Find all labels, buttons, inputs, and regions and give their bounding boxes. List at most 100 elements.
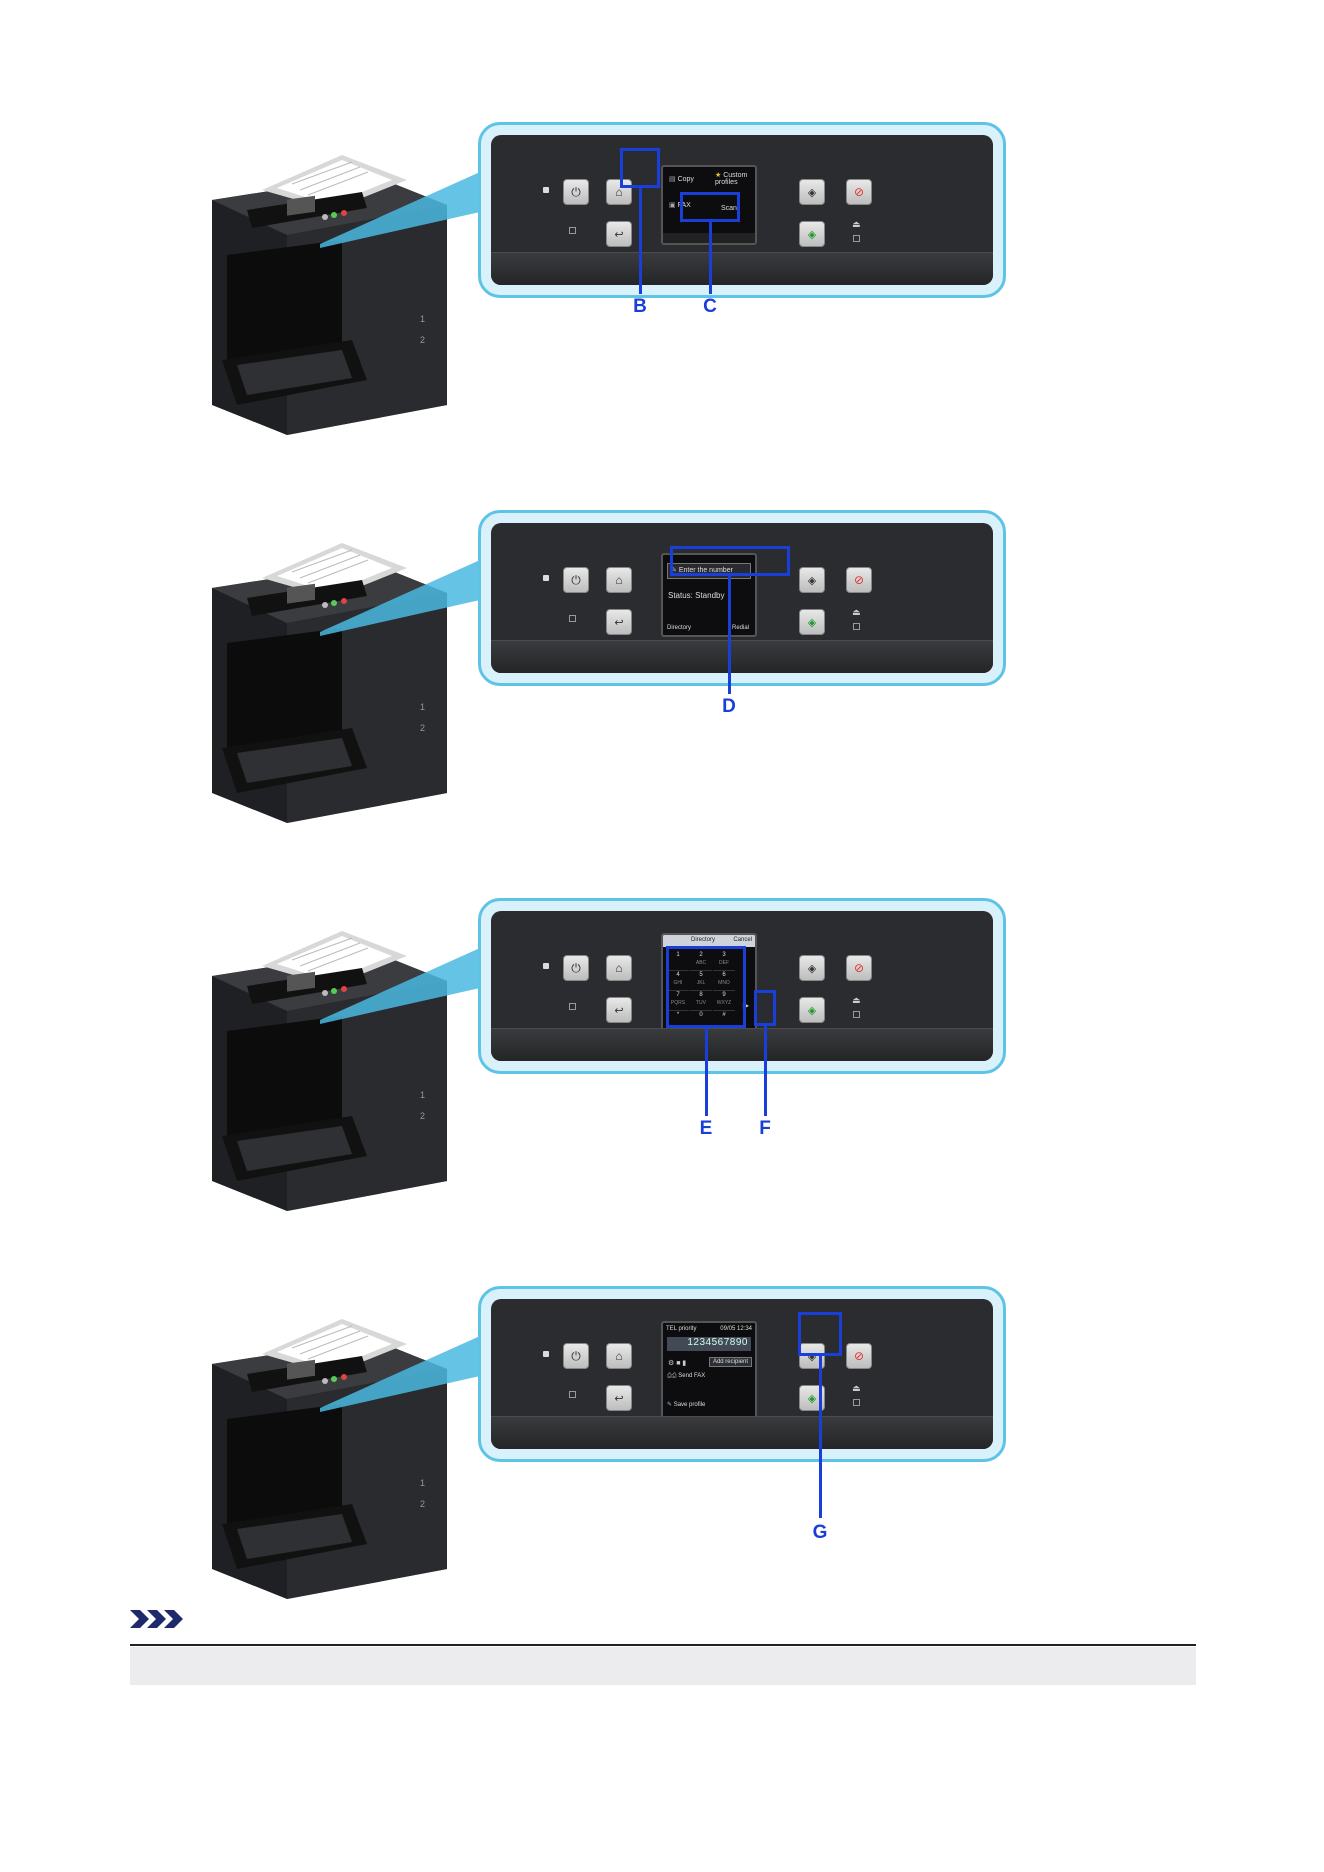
start-icon: ◈ (807, 228, 817, 241)
stop-button[interactable]: ⊘ (846, 1343, 872, 1369)
keypad-digit: 3 (722, 952, 726, 958)
home-icon: ⌂ (615, 573, 623, 587)
start-icon: ◈ (807, 616, 817, 629)
leader-e (705, 1028, 708, 1116)
keypad-letters: MNO (718, 980, 730, 986)
home-button[interactable]: ⌂ (606, 179, 632, 205)
trash-icon[interactable]: ▮ (682, 1360, 687, 1367)
stop-copy-button[interactable]: ◈ (799, 955, 825, 981)
indicator-square (853, 235, 860, 242)
note-rule (130, 1644, 1196, 1646)
power-button[interactable]: ⏻ (563, 955, 589, 981)
menu-item-fax[interactable]: ▣ FAX (669, 202, 691, 209)
redial-button[interactable]: Redial (731, 625, 749, 631)
printer-illustration: 1 2 (192, 926, 467, 1211)
callout-b: B (633, 296, 647, 317)
keypad-key[interactable]: 1 (667, 951, 689, 971)
touch-screen[interactable]: TEL priority 09/05 12:34 1234567890 ⚙ ■ … (661, 1321, 757, 1427)
keypad-letters: TUV (696, 1000, 706, 1006)
number-entry-field[interactable]: ✎ Enter the number (667, 563, 751, 579)
callout-d: D (722, 696, 736, 717)
keypad-letters: PQRS (670, 1000, 686, 1006)
ok-arrow-button[interactable]: ▶ (742, 1001, 749, 1010)
home-icon: ⌂ (615, 1349, 623, 1363)
touch-screen[interactable]: ✎ Enter the number Status: Standby Direc… (661, 553, 757, 637)
back-button[interactable]: ↩ (606, 1385, 632, 1411)
directory-tab[interactable]: Directory (691, 937, 716, 943)
leader-d (728, 576, 731, 694)
callout-g: G (812, 1522, 828, 1543)
home-button[interactable]: ⌂ (606, 1343, 632, 1369)
start-diamond-icon: ◈ (807, 1350, 817, 1363)
stop-copy-button[interactable]: ◈ (799, 179, 825, 205)
send-fax-row[interactable]: ⎙⎙ Send FAX (667, 1373, 706, 1379)
printer-icon: 1 2 (212, 155, 447, 435)
menu-item-custom-profiles[interactable]: ★ Custom profiles (715, 172, 748, 186)
keypad-digit: 5 (699, 972, 703, 978)
home-button[interactable]: ⌂ (606, 567, 632, 593)
note-box (130, 1647, 1196, 1685)
svg-text:1: 1 (420, 1478, 425, 1488)
back-icon: ↩ (614, 1004, 624, 1017)
keypad-digit: 0 (699, 1012, 703, 1018)
power-button[interactable]: ⏻ (563, 179, 589, 205)
back-button[interactable]: ↩ (606, 221, 632, 247)
printer-illustration: 1 2 (192, 1314, 467, 1599)
keypad-tab-bar: Directory Cancel (663, 935, 755, 947)
cancel-tab[interactable]: Cancel (733, 937, 752, 943)
svg-text:2: 2 (420, 1111, 425, 1121)
start-button[interactable]: ◈ (799, 997, 825, 1023)
menu-item-scan[interactable]: Scan (721, 205, 737, 212)
star-icon: ★ (715, 172, 722, 179)
fax-send-icon: ⎙⎙ (667, 1373, 677, 1379)
zoom-beam (320, 1336, 480, 1412)
callout-c: C (703, 296, 717, 317)
panel-lip (491, 640, 993, 673)
control-panel-callout: ⏻ ⌂ ↩ TEL priority 09/05 12:34 123456789… (478, 1286, 1006, 1462)
stop-button[interactable]: ⊘ (846, 567, 872, 593)
stop-button[interactable]: ⊘ (846, 179, 872, 205)
menu-item-copy[interactable]: ▤ Copy (669, 176, 694, 183)
control-panel-callout: ⏻ ⌂ ↩ ✎ Enter the number Status: Standby… (478, 510, 1006, 686)
start-diamond-icon: ◈ (807, 574, 817, 587)
back-button[interactable]: ↩ (606, 609, 632, 635)
back-button[interactable]: ↩ (606, 997, 632, 1023)
svg-text:1: 1 (420, 314, 425, 324)
indicator-square (569, 227, 576, 234)
start-icon: ◈ (807, 1392, 817, 1405)
settings-icon[interactable]: ⚙ (668, 1360, 675, 1367)
home-button[interactable]: ⌂ (606, 955, 632, 981)
save-profile-row[interactable]: ✎ Save profile (667, 1402, 706, 1408)
stop-square-icon[interactable]: ■ (676, 1360, 681, 1367)
edit-icon: ✎ (671, 567, 677, 574)
power-icon: ⏻ (571, 572, 581, 587)
eject-icon: ⏏ (852, 219, 861, 229)
directory-button[interactable]: Directory (667, 625, 692, 631)
stop-button[interactable]: ⊘ (846, 955, 872, 981)
power-button[interactable]: ⏻ (563, 567, 589, 593)
date-time: 09/05 12:34 (720, 1326, 752, 1332)
figure-step-start: 1 2 ⏻ ⌂ ↩ TEL priority 09/05 12:34 12345… (170, 1286, 1030, 1616)
power-led (543, 187, 549, 193)
add-recipient-button[interactable]: Add recipient (708, 1357, 752, 1367)
printer-illustration: 1 2 (192, 538, 467, 823)
start-diamond-icon: ◈ (807, 962, 817, 975)
keypad-digit: 4 (676, 972, 680, 978)
fax-number-display: 1234567890 (667, 1337, 751, 1351)
start-button[interactable]: ◈ (799, 609, 825, 635)
eject-icon: ⏏ (852, 995, 861, 1005)
stop-copy-button[interactable]: ◈ (799, 567, 825, 593)
power-button[interactable]: ⏻ (563, 1343, 589, 1369)
start-button[interactable]: ◈ (799, 221, 825, 247)
power-icon: ⏻ (571, 1348, 581, 1363)
